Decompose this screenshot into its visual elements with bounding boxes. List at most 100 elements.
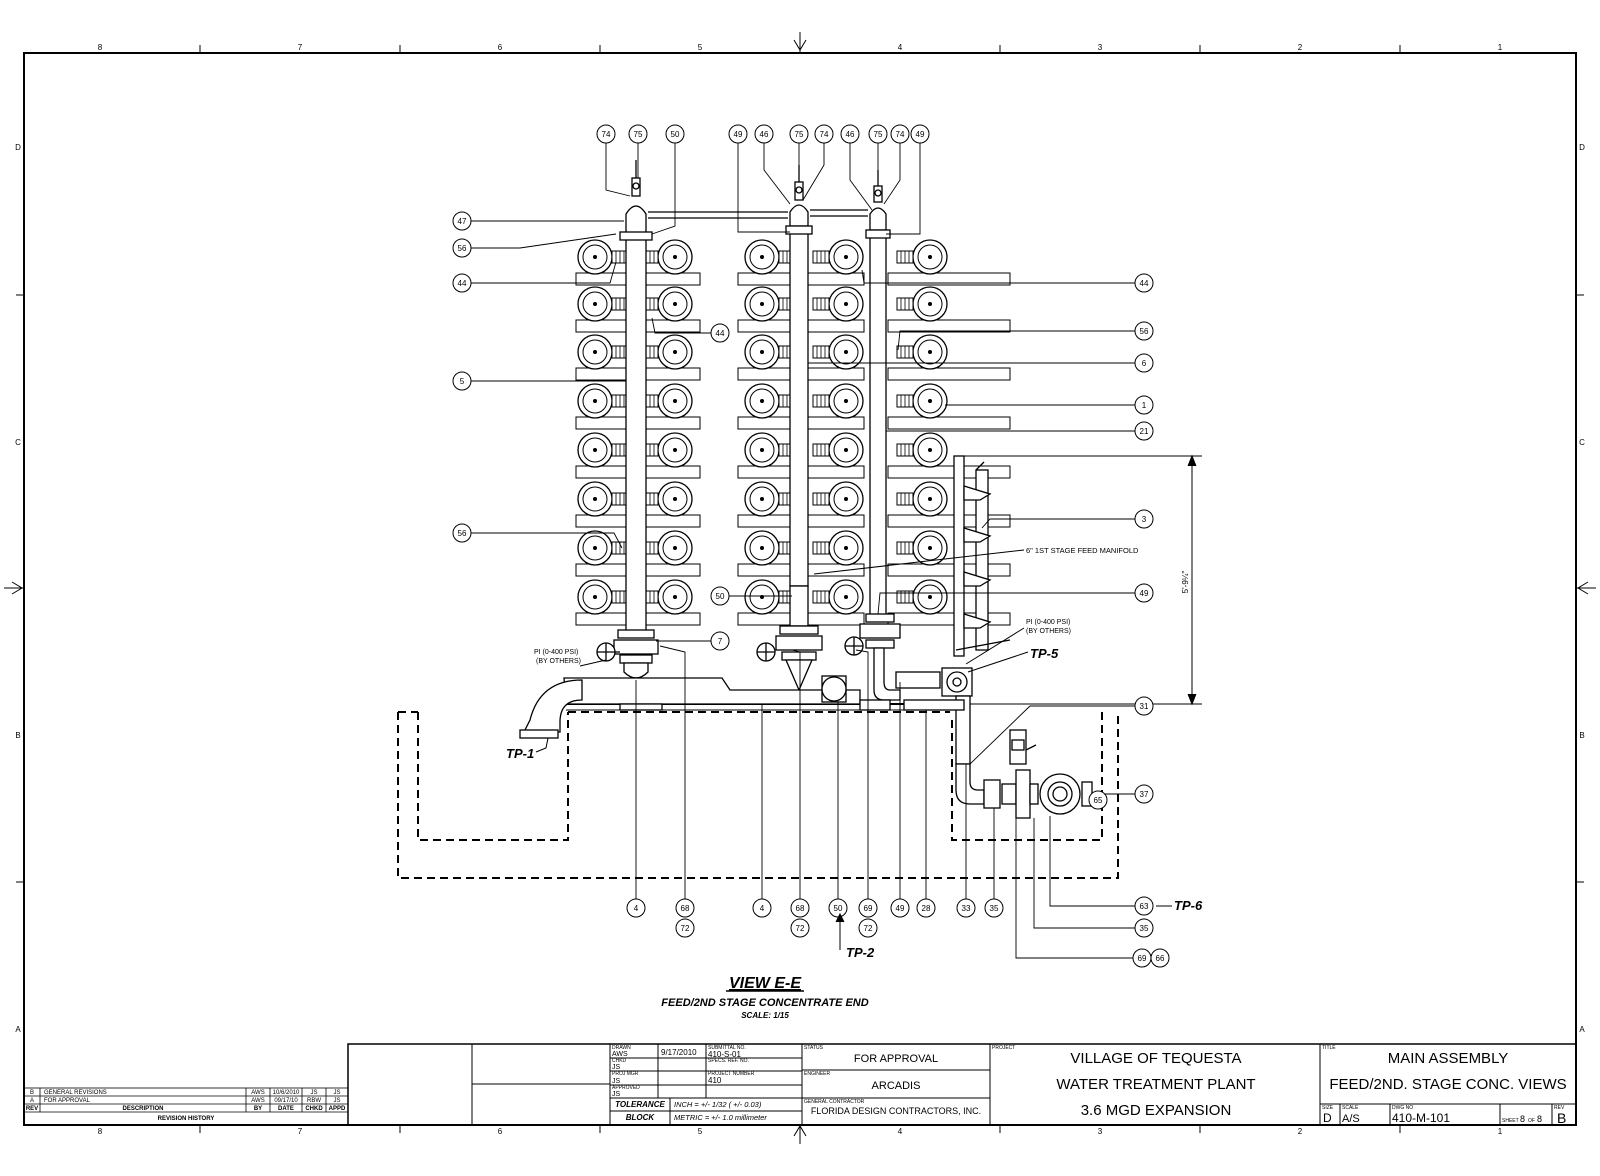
svg-text:REVISION HISTORY: REVISION HISTORY xyxy=(158,1116,215,1122)
leader-line xyxy=(969,705,1135,765)
callout-balloon: 33 xyxy=(956,898,976,918)
membrane-vessel-end xyxy=(641,239,693,275)
top-valve-middle xyxy=(794,165,804,201)
svg-text:3.6 MGD EXPANSION: 3.6 MGD EXPANSION xyxy=(1081,1102,1232,1119)
callout-number: 1 xyxy=(1142,401,1147,410)
svg-text:JS: JS xyxy=(612,1078,621,1085)
callout-number: 5 xyxy=(460,377,465,386)
svg-text:AWS: AWS xyxy=(612,1051,628,1058)
gauge-stand xyxy=(953,455,965,657)
callout-number: 74 xyxy=(820,130,829,139)
callout-number: 68 xyxy=(796,904,805,913)
callout-number: 46 xyxy=(760,130,769,139)
callout-number: 44 xyxy=(458,279,467,288)
tp6-label: TP-6 xyxy=(1174,898,1203,913)
svg-text:JS: JS xyxy=(333,1090,340,1096)
membrane-vessel-end xyxy=(641,530,693,566)
callout-number: 6 xyxy=(1142,359,1147,368)
view-scale: SCALE: 1/15 xyxy=(741,1011,789,1020)
svg-text:FEED/2ND. STAGE CONC. VIEWS: FEED/2ND. STAGE CONC. VIEWS xyxy=(1329,1076,1566,1093)
svg-text:D: D xyxy=(1323,1111,1332,1125)
right-header-pipe xyxy=(869,229,887,619)
membrane-vessel-end xyxy=(812,334,864,370)
callout-number: 4 xyxy=(760,904,765,913)
col-label-top: 4 xyxy=(898,43,903,52)
callout-number: 35 xyxy=(1140,924,1149,933)
svg-text:9/17/2010: 9/17/2010 xyxy=(661,1048,697,1057)
callout-number: 47 xyxy=(458,217,467,226)
callout-number: 49 xyxy=(1140,589,1149,598)
membrane-vessel-end xyxy=(896,432,948,468)
rack-shelf xyxy=(887,465,1011,479)
membrane-vessel-end xyxy=(812,432,864,468)
col-label-bottom: 7 xyxy=(298,1127,303,1136)
svg-text:SPECS. REF. NO.: SPECS. REF. NO. xyxy=(708,1058,749,1064)
callout-balloon: 28 xyxy=(916,898,936,918)
annotation-leader-lines xyxy=(535,549,1172,950)
callout-number: 72 xyxy=(681,924,690,933)
membrane-vessel-end xyxy=(744,334,796,370)
callout-number: 50 xyxy=(834,904,843,913)
callout-number: 72 xyxy=(796,924,805,933)
membrane-vessel-end xyxy=(577,481,629,517)
feed-elbow xyxy=(522,679,583,733)
callout-balloon: 6 xyxy=(1134,353,1154,373)
callout-number: 69 xyxy=(1138,954,1147,963)
callout-number: 49 xyxy=(916,130,925,139)
membrane-vessel-end xyxy=(577,432,629,468)
callout-number: 28 xyxy=(922,904,931,913)
membrane-vessel-end xyxy=(641,481,693,517)
svg-text:B: B xyxy=(30,1090,34,1096)
callout-balloon: 37 xyxy=(1134,784,1154,804)
callout-number: 56 xyxy=(458,244,467,253)
rack-shelf xyxy=(887,367,1011,381)
callout-balloon: 74 xyxy=(890,124,910,144)
membrane-vessel-end xyxy=(577,579,629,615)
leader-line xyxy=(861,269,1135,284)
title-block-frame xyxy=(347,1043,1577,1126)
membrane-vessel-end xyxy=(641,432,693,468)
callout-balloon: 46 xyxy=(754,124,774,144)
tp2-label: TP-2 xyxy=(846,945,875,960)
svg-text:FOR APPROVAL: FOR APPROVAL xyxy=(854,1053,938,1065)
svg-text:JS: JS xyxy=(310,1090,317,1096)
callout-number: 35 xyxy=(990,904,999,913)
callout-number: 75 xyxy=(795,130,804,139)
leader-line xyxy=(883,143,901,205)
membrane-vessel-end xyxy=(896,481,948,517)
callout-balloon: 1 xyxy=(1134,395,1154,415)
svg-text:PROJECT NUMBER: PROJECT NUMBER xyxy=(708,1071,755,1077)
callout-balloon: 4 xyxy=(752,898,772,918)
membrane-vessel-end xyxy=(744,481,796,517)
callout-number: 49 xyxy=(734,130,743,139)
row-label-left: B xyxy=(15,731,20,740)
callout-leaders xyxy=(471,143,1135,959)
callout-balloon: 35 xyxy=(1134,918,1154,938)
svg-text:CHKD: CHKD xyxy=(305,1106,323,1112)
membrane-vessel-end xyxy=(812,481,864,517)
pi-right-label: PI (0-400 PSI) xyxy=(1026,619,1070,626)
tp5-label: TP-5 xyxy=(1030,646,1059,661)
leader-line xyxy=(471,233,617,249)
svg-text:RBW: RBW xyxy=(307,1098,321,1104)
leader-line xyxy=(1015,818,1133,959)
rack-shelf xyxy=(887,416,1011,430)
leader-line xyxy=(471,261,617,284)
callout-balloon: 56 xyxy=(1134,321,1154,341)
leader-line xyxy=(802,143,825,201)
feed-valve-middle xyxy=(821,675,847,703)
membrane-vessel-end xyxy=(812,239,864,275)
leader-line xyxy=(1049,816,1135,907)
callout-balloon: 74 xyxy=(814,124,834,144)
svg-text:OF: OF xyxy=(1528,1118,1535,1124)
row-label-left: A xyxy=(15,1025,21,1034)
svg-text:DESCRIPTION: DESCRIPTION xyxy=(122,1106,163,1112)
middle-header-pipe xyxy=(789,225,809,587)
col-label-top: 5 xyxy=(698,43,703,52)
svg-text:REV: REV xyxy=(26,1106,38,1112)
headers-and-piping xyxy=(519,160,1093,819)
callout-number: 4 xyxy=(634,904,639,913)
col-label-top: 1 xyxy=(1498,43,1503,52)
callout-number: 63 xyxy=(1140,902,1149,911)
leader-line xyxy=(651,317,711,334)
